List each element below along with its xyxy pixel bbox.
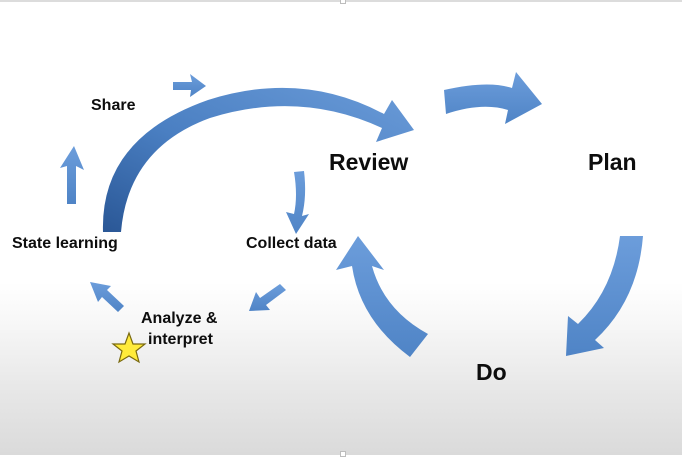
star-icon	[111, 331, 147, 364]
plan-to-do-arrow	[566, 236, 643, 356]
collect-data-label: Collect data	[246, 235, 337, 252]
plan-label: Plan	[588, 149, 637, 175]
analyze-to-state-learning-small-arrow	[90, 282, 124, 312]
do-to-review-arrow	[336, 236, 428, 357]
state-learning-to-review-arc	[102, 87, 415, 233]
do-label: Do	[476, 359, 507, 385]
review-to-collect-data-small-arrow	[286, 171, 309, 234]
review-to-plan-arrow	[444, 72, 542, 124]
review-label: Review	[329, 149, 409, 175]
share-to-review-small-arrow	[173, 74, 206, 97]
top-resize-handle	[340, 0, 346, 4]
state-learning-to-share-small-arrow	[60, 146, 84, 204]
interpret-label-line2: interpret	[148, 331, 213, 348]
state-learning-label: State learning	[12, 235, 118, 252]
collect-data-to-analyze-small-arrow	[249, 284, 286, 311]
analyze-label-line1: Analyze &	[141, 310, 218, 327]
share-label: Share	[91, 97, 136, 114]
